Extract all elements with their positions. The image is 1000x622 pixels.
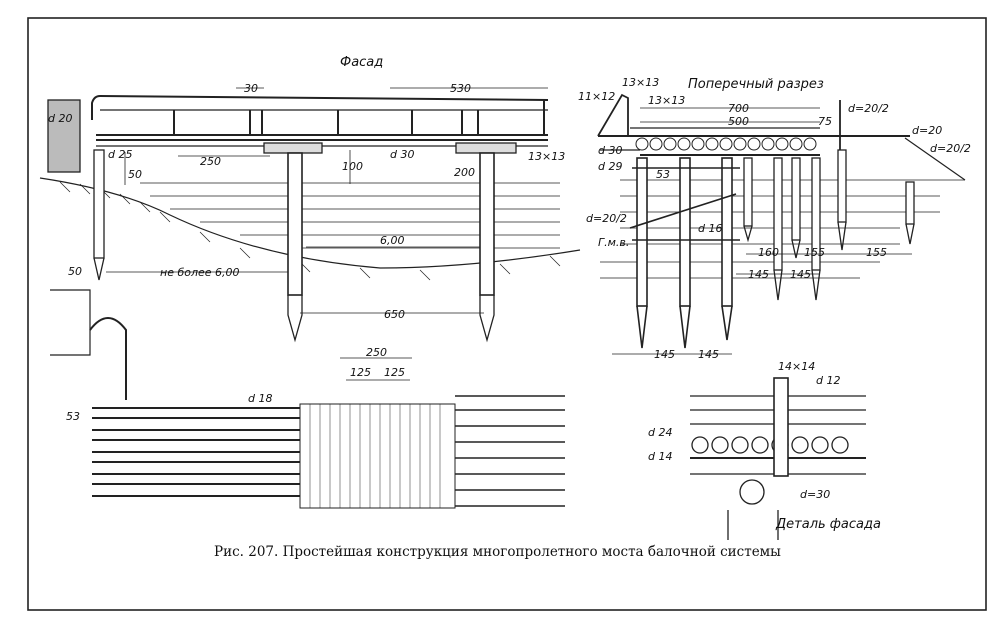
dim-53: 53 — [656, 168, 670, 181]
dim-6: 6,00 — [380, 234, 405, 247]
detail-view — [690, 377, 866, 540]
dim-30: 30 — [244, 82, 258, 95]
dim-d20: d 20 — [48, 112, 72, 125]
dim-75: 75 — [818, 115, 832, 128]
dim-d30: d 30 — [390, 148, 414, 161]
dim-d29: d 29 — [598, 160, 622, 173]
dim-250: 250 — [200, 155, 221, 168]
dim-detail-14x14: 14×14 — [778, 360, 815, 373]
facade-title: Фасад — [340, 55, 383, 70]
dim-145b: 145 — [790, 268, 811, 281]
detail-title: Деталь фасада — [775, 517, 881, 532]
dim-d20-2b: d=20/2 — [930, 142, 971, 155]
plan-view — [50, 289, 565, 509]
dim-530: 530 — [450, 82, 471, 95]
dim-13x13: 13×13 — [528, 150, 565, 163]
dim-plan-250: 250 — [366, 346, 387, 359]
cross-section-view — [597, 93, 966, 355]
dim-700: 700 — [728, 102, 749, 115]
dim-160: 160 — [758, 246, 779, 259]
dim-d16: d 16 — [698, 222, 722, 235]
dim-d20-2a: d=20/2 — [848, 102, 889, 115]
dim-13x13-b: 13×13 — [648, 94, 685, 107]
dim-plan-125a: 125 — [350, 366, 371, 379]
dim-detail-d14: d 14 — [648, 450, 672, 463]
dim-d25: d 25 — [108, 148, 132, 161]
dim-11x12: 11×12 — [578, 90, 615, 103]
water-level-label: Г.м.в. — [598, 236, 629, 249]
dim-detail-d30: d=30 — [800, 488, 830, 501]
dim-155a: 155 — [804, 246, 825, 259]
figure-caption: Рис. 207. Простейшая конструкция многопр… — [214, 544, 781, 560]
dim-145a: 145 — [748, 268, 769, 281]
dim-d20-2c: d=20/2 — [586, 212, 627, 225]
dim-plan-d18: d 18 — [248, 392, 272, 405]
dim-13x13-a: 13×13 — [622, 76, 659, 89]
dim-50: 50 — [68, 265, 82, 278]
dim-650: 650 — [384, 308, 405, 321]
dim-155b: 155 — [866, 246, 887, 259]
dim-500: 500 — [728, 115, 749, 128]
dim-145d: 145 — [698, 348, 719, 361]
facade-view — [39, 87, 581, 343]
dim-d30-cs: d 30 — [598, 144, 622, 157]
dim-d20: d=20 — [912, 124, 942, 137]
dim-detail-d12: d 12 — [816, 374, 840, 387]
dim-200: 200 — [454, 166, 475, 179]
dim-100: 100 — [342, 160, 363, 173]
dim-plan-125b: 125 — [384, 366, 405, 379]
dim-not-more: не более 6,00 — [160, 266, 240, 279]
dim-50b: 50 — [128, 168, 142, 181]
dim-145c: 145 — [654, 348, 675, 361]
page-border — [27, 17, 987, 611]
cross-section-title: Поперечный разрез — [688, 77, 824, 92]
dim-detail-d24: d 24 — [648, 426, 672, 439]
dim-plan-53: 53 — [66, 410, 80, 423]
